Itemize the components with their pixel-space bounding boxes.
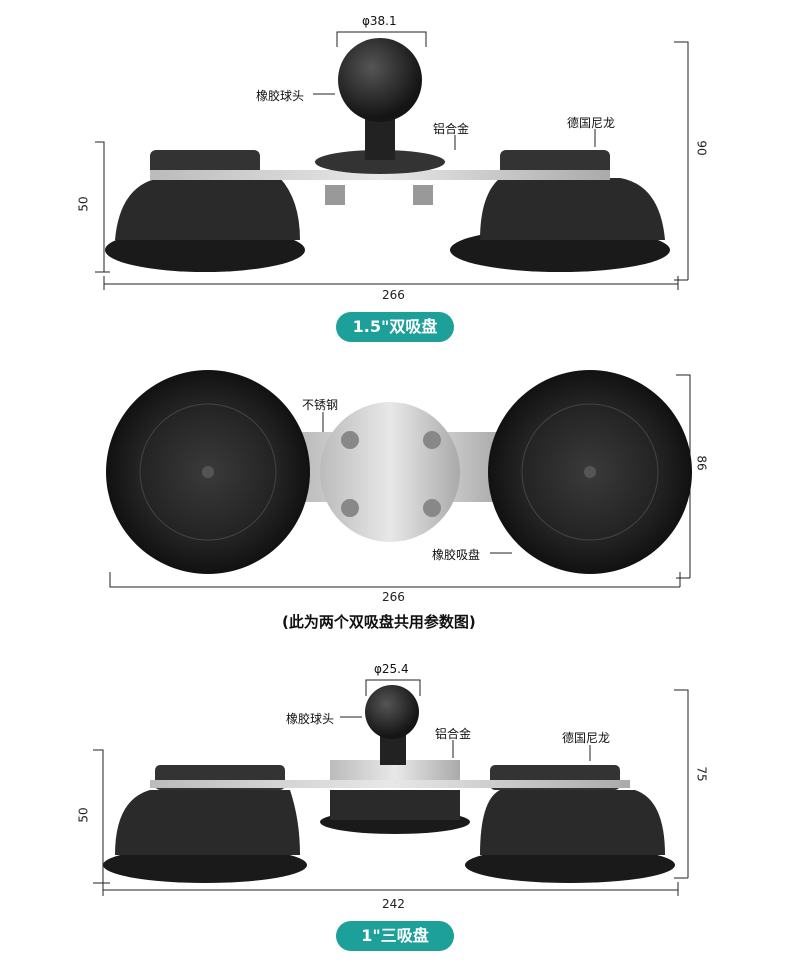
height-left-dimension: 50 bbox=[76, 196, 91, 212]
ball-diameter-label: φ25.4 bbox=[374, 662, 409, 676]
height-left-dimension: 50 bbox=[76, 807, 91, 823]
height-right-dimension: 75 bbox=[694, 766, 709, 782]
triple-suction-cup-side-view bbox=[103, 685, 675, 883]
shared-parameters-note: (此为两个双吸盘共用参数图) bbox=[282, 613, 476, 631]
width-dimension: 242 bbox=[382, 897, 405, 911]
width-dimension: 266 bbox=[382, 288, 405, 302]
aluminum-alloy-label: 铝合金 bbox=[435, 727, 472, 741]
height-right-dimension: 86 bbox=[694, 455, 709, 471]
double-suction-cup-side-view bbox=[105, 38, 670, 272]
width-dimension: 266 bbox=[382, 590, 405, 604]
rubber-ball-label: 橡胶球头 bbox=[286, 712, 335, 726]
aluminum-alloy-label: 铝合金 bbox=[433, 122, 470, 136]
double-suction-cup-top-view bbox=[106, 370, 692, 574]
product-badge-1-inch-triple: 1"三吸盘 bbox=[336, 921, 454, 951]
ball-diameter-label: φ38.1 bbox=[362, 14, 397, 28]
height-right-dimension: 90 bbox=[694, 140, 709, 156]
rubber-ball-label: 橡胶球头 bbox=[256, 89, 305, 103]
rubber-suction-cup-label: 橡胶吸盘 bbox=[432, 548, 481, 562]
stainless-steel-label: 不锈钢 bbox=[302, 398, 339, 412]
nylon-label: 德国尼龙 bbox=[562, 731, 611, 745]
nylon-label: 德国尼龙 bbox=[567, 116, 616, 130]
product-badge-1-5-inch-double: 1.5"双吸盘 bbox=[336, 312, 454, 342]
